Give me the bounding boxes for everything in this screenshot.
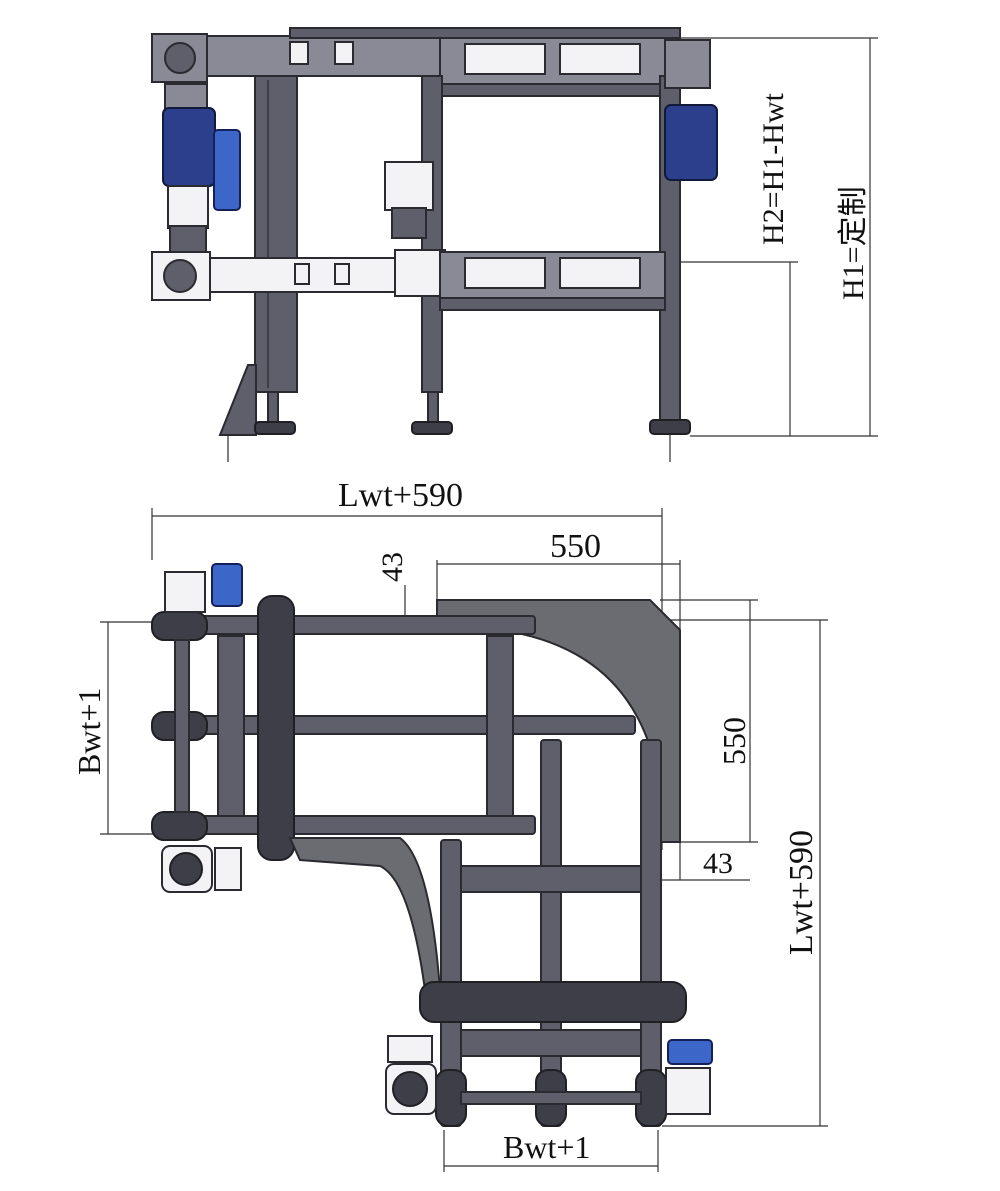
- front-foot-screw-left: [267, 391, 279, 423]
- bottom-upper-rail: [460, 865, 642, 893]
- front-middle-coupling: [391, 207, 427, 239]
- front-foot-pad-right: [649, 419, 691, 435]
- bottom-cross-beam: [419, 981, 687, 1023]
- bottom-left-motor-fan: [169, 852, 203, 886]
- transfer-bracket: [288, 837, 442, 991]
- front-left-motor-box: [213, 129, 241, 211]
- length-right-label: Lwt+590: [783, 830, 820, 955]
- top-left-motor-box: [211, 563, 243, 607]
- bottom-motor-left-fan: [392, 1071, 428, 1107]
- front-lower-left-pulley: [163, 259, 197, 293]
- h1-label: H1=定制: [837, 186, 870, 300]
- front-lower-window-2: [559, 257, 641, 289]
- front-left-motor-base: [167, 185, 209, 229]
- bottom-motor-right: [665, 1067, 711, 1115]
- top-view: Lwt+590 550 43 550 43 Lwt+590 Bwt+1 Bwt+…: [71, 477, 828, 1172]
- front-left-coupling: [169, 225, 207, 255]
- offset-top-label: 43: [376, 552, 409, 582]
- front-upper-crossbar: [439, 83, 666, 97]
- bottom-end-shaft: [460, 1091, 642, 1105]
- bottom-left-motor-box: [214, 847, 242, 891]
- front-lower-window-1: [464, 257, 546, 289]
- length-top-label: Lwt+590: [338, 477, 463, 514]
- left-end-shaft: [174, 639, 190, 813]
- width-bottom-label: Bwt+1: [503, 1129, 590, 1165]
- front-right-motor: [664, 104, 718, 181]
- right-side-rail: [486, 635, 514, 817]
- top-left-motor: [164, 571, 206, 613]
- bottom-lower-rail: [460, 1029, 642, 1057]
- front-lower-bracket-2: [334, 263, 350, 285]
- front-left-pulley: [164, 42, 196, 74]
- left-end-roller-3: [151, 811, 208, 841]
- left-end-roller-1: [151, 611, 208, 641]
- front-middle-motor: [384, 161, 434, 211]
- offset-right-label: 43: [703, 847, 733, 880]
- front-foot-pad-left: [254, 421, 296, 435]
- left-side-rail: [217, 635, 245, 817]
- front-foot-pad-middle: [411, 421, 453, 435]
- left-cross-beam: [257, 595, 295, 861]
- front-lower-bracket-1: [294, 263, 310, 285]
- front-lower-motor-box: [394, 249, 446, 297]
- front-left-motor: [162, 107, 216, 187]
- top-strand-3: [154, 815, 536, 835]
- front-upper-window-2: [559, 43, 641, 75]
- bottom-strand-2: [540, 739, 562, 1127]
- front-foot-screw-middle: [427, 391, 439, 423]
- front-foot-brace: [218, 364, 257, 436]
- bottom-motor-right-box: [667, 1039, 713, 1065]
- corner-width-label: 550: [550, 528, 601, 565]
- front-bracket-1: [289, 41, 309, 65]
- front-upper-window-1: [464, 43, 546, 75]
- front-leg-left: [254, 75, 298, 393]
- h2-label: H2=H1-Hwt: [757, 92, 790, 245]
- front-top-rail: [289, 27, 681, 39]
- width-left-label: Bwt+1: [71, 688, 107, 775]
- corner-height-label: 550: [716, 717, 752, 765]
- front-bracket-2: [334, 41, 354, 65]
- top-strand-1: [154, 615, 536, 635]
- bottom-strand-3: [640, 739, 662, 1127]
- front-right-gearbox: [664, 39, 711, 89]
- front-left-gearbox-top: [164, 83, 208, 111]
- front-lower-crossbar: [439, 297, 666, 311]
- front-view: H2=H1-Hwt H1=定制: [151, 27, 878, 462]
- bottom-motor-left-box: [387, 1035, 433, 1063]
